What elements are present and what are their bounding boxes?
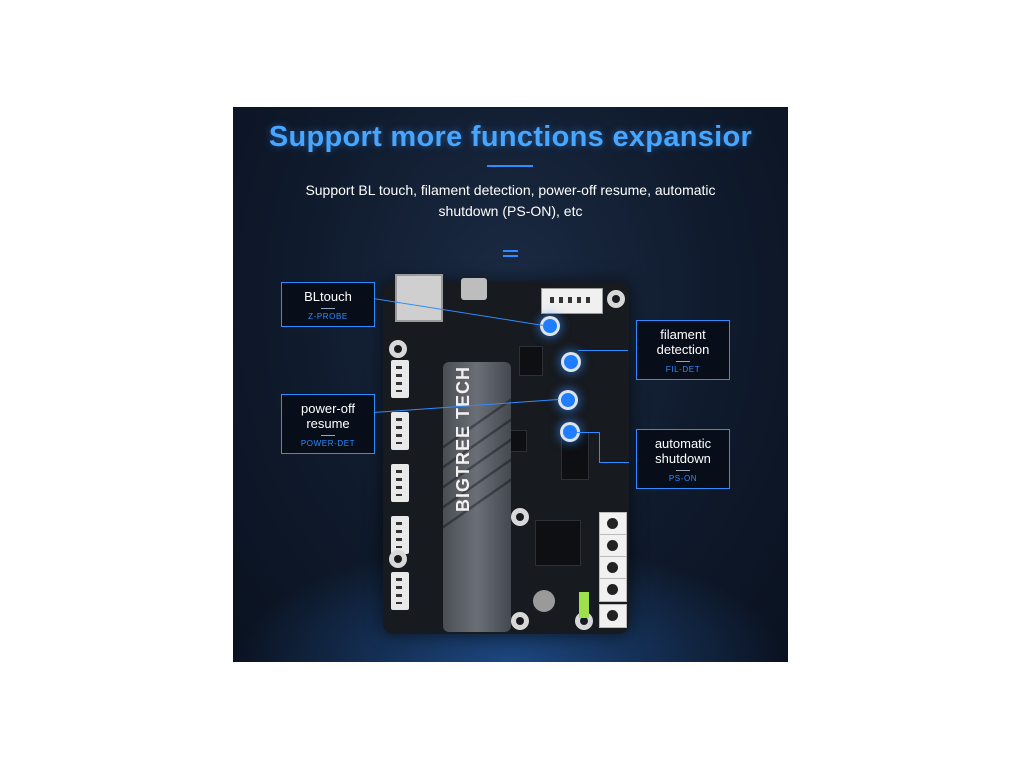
power-terminal (599, 556, 627, 580)
callout-title: automatic shutdown (654, 436, 712, 466)
exp-header (541, 288, 603, 314)
power-terminal (599, 578, 627, 602)
motor-connector (391, 412, 409, 450)
motor-connector (391, 516, 409, 554)
callout-title: BLtouch (304, 289, 352, 304)
fuse (579, 592, 589, 618)
mainboard-image: BIGTREE TECH (383, 274, 629, 634)
mount-hole (607, 290, 625, 308)
power-hotspot (561, 393, 575, 407)
usb-port (461, 278, 487, 300)
callout-ps-on: automatic shutdown PS-ON (636, 429, 730, 489)
mount-hole (511, 508, 529, 526)
equals-divider (503, 250, 518, 257)
sd-card-slot (395, 274, 443, 322)
motor-connector (391, 572, 409, 610)
callout-subtitle: PS-ON (668, 474, 698, 483)
callout-rule (321, 308, 335, 309)
motor-connector (391, 360, 409, 398)
headline: Support more functions expansior (268, 121, 753, 153)
callout-subtitle: Z-PROBE (308, 312, 348, 321)
callout-rule (676, 361, 690, 362)
headline-underline (487, 165, 533, 167)
bltouch-hotspot (543, 319, 557, 333)
callout-subtitle: FIL-DET (665, 365, 701, 374)
filament-leader-line (578, 350, 628, 351)
callout-bltouch: BLtouch Z-PROBE (281, 282, 375, 327)
callout-rule (676, 470, 690, 471)
mcu-chip (535, 520, 581, 566)
mount-hole (389, 550, 407, 568)
callout-rule (321, 435, 335, 436)
power-terminal (599, 512, 627, 536)
callout-filament: filament detection FIL-DET (636, 320, 730, 380)
mount-hole (389, 340, 407, 358)
callout-title: power-off resume (301, 401, 355, 431)
power-terminal (599, 534, 627, 558)
inductor (533, 590, 555, 612)
ps-on-hotspot (563, 425, 577, 439)
ps-on-leader-line-v (599, 432, 600, 462)
ic-chip (519, 346, 543, 376)
filament-hotspot (564, 355, 578, 369)
brand-logo: BIGTREE TECH (453, 365, 473, 512)
callout-subtitle: POWER-DET (300, 439, 356, 448)
ps-on-leader-line (577, 432, 599, 433)
power-terminal (599, 604, 627, 628)
driver-chip (561, 432, 589, 480)
callout-title: filament detection (656, 327, 710, 357)
callout-power-off: power-off resume POWER-DET (281, 394, 375, 454)
mount-hole (511, 612, 529, 630)
ps-on-leader-line-h (599, 462, 629, 463)
subtitle: Support BL touch, filament detection, po… (305, 182, 716, 219)
product-image-panel: Support more functions expansior Support… (233, 107, 788, 662)
motor-connector (391, 464, 409, 502)
